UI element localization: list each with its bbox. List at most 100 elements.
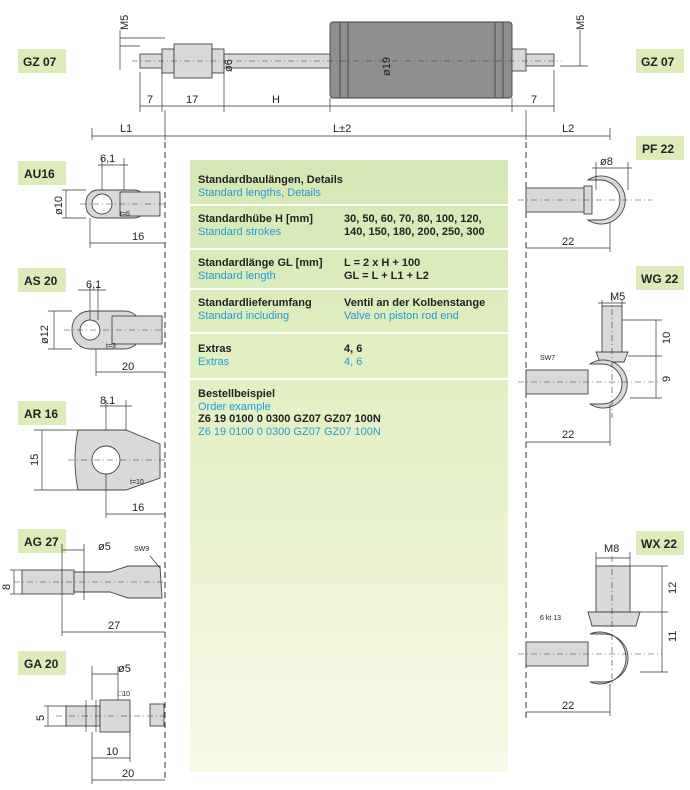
info-separator xyxy=(190,378,508,380)
dim-17: 17 xyxy=(186,94,198,106)
info-scope-value-de: Ventil an der Kolbenstange xyxy=(344,297,486,309)
info-scope-en: Standard including xyxy=(198,309,290,322)
dim-au-d10: ø10 xyxy=(53,196,65,215)
dim-wg-m5: M5 xyxy=(610,291,625,303)
info-extras-value-de: 4, 6 xyxy=(344,343,363,355)
info-length-en: Standard length xyxy=(198,269,276,282)
label-wg22: WG 22 xyxy=(636,266,684,290)
info-order-en: Order example xyxy=(198,400,271,413)
dim-wx-6kt: 6 kt 13 xyxy=(540,615,561,622)
dim-7-left: 7 xyxy=(147,94,153,106)
label-as20: AS 20 xyxy=(18,268,66,292)
part-ag27-drawing: ø5 SW9 8 27 xyxy=(1,541,165,636)
dim-ga-10: 10 xyxy=(106,746,118,758)
label-gz07-left: GZ 07 xyxy=(18,49,66,73)
dim-ga-sq10: □10 xyxy=(118,691,130,698)
dim-ar-81: 8.1 xyxy=(100,395,115,407)
dim-m5-left: M5 xyxy=(119,15,131,30)
info-strokes-values-1: 30, 50, 60, 70, 80, 100, 120, xyxy=(344,213,482,225)
info-extras-de: Extras xyxy=(198,343,232,355)
dim-wg-10: 10 xyxy=(661,332,673,344)
info-order-code-en: Z6 19 0100 0 0300 GZ07 GZ07 100N xyxy=(198,425,381,438)
dim-d19: ø19 xyxy=(381,57,393,76)
info-separator xyxy=(190,332,508,334)
label-ar16: AR 16 xyxy=(18,401,66,425)
info-length-de: Standardlänge GL [mm] xyxy=(198,257,323,269)
dim-ga-20: 20 xyxy=(122,768,134,780)
dim-ar-15: 15 xyxy=(29,454,41,466)
dim-l1: L1 xyxy=(120,123,132,135)
dim-ag-8: 8 xyxy=(1,584,13,590)
dim-wg-22: 22 xyxy=(562,429,574,441)
part-as20-drawing: 6,1 ø12 t=3 20 xyxy=(39,279,165,376)
info-order-de: Bestellbeispiel xyxy=(198,388,276,400)
dim-ga-5: 5 xyxy=(35,715,47,721)
gas-spring-drawing: M5 M5 ø6 ø19 7 17 H 7 L1 L±2 L2 xyxy=(91,15,611,140)
dim-ga-d5: ø5 xyxy=(118,663,131,675)
info-strokes-values-2: 140, 150, 180, 200, 250, 300 xyxy=(344,225,485,238)
part-ar16-drawing: 8.1 15 t=10 16 xyxy=(29,395,165,518)
svg-text:GA 20: GA 20 xyxy=(24,657,59,671)
info-separator xyxy=(190,248,508,250)
dim-ar-t10: t=10 xyxy=(130,479,144,486)
info-length-formula-1: L = 2 x H + 100 xyxy=(344,257,421,269)
part-ga20-drawing: ø5 □10 5 10 20 xyxy=(35,663,165,784)
dim-as-t3: t=3 xyxy=(106,343,116,350)
dim-d6: ø6 xyxy=(223,59,235,72)
dim-ar-16: 16 xyxy=(132,502,144,514)
dim-as-20: 20 xyxy=(122,361,134,373)
info-length-formula-2: GL = L + L1 + L2 xyxy=(344,269,429,282)
svg-text:AU16: AU16 xyxy=(24,167,55,181)
part-wx22-drawing: M8 12 11 6 kt 13 22 xyxy=(518,543,679,716)
info-lengths-en: Standard lengths, Details xyxy=(198,186,321,199)
dim-wx-22: 22 xyxy=(562,700,574,712)
info-lengths-de: Standardbaulängen, Details xyxy=(198,174,343,186)
dim-ag-sw9: SW9 xyxy=(134,546,149,553)
svg-text:GZ 07: GZ 07 xyxy=(641,55,675,69)
info-separator xyxy=(190,288,508,290)
dim-as-61: 6,1 xyxy=(86,279,101,291)
part-wg22-drawing: M5 10 9 SW7 22 xyxy=(518,291,673,446)
info-extras-en: Extras xyxy=(198,355,230,368)
dim-l-pm2: L±2 xyxy=(333,123,351,135)
info-extras-value-en: 4, 6 xyxy=(344,355,363,368)
svg-text:WX 22: WX 22 xyxy=(641,537,677,551)
info-strokes-en: Standard strokes xyxy=(198,225,282,238)
label-wx22: WX 22 xyxy=(636,531,684,555)
dim-h: H xyxy=(272,94,280,106)
dim-l2: L2 xyxy=(562,123,574,135)
svg-text:GZ 07: GZ 07 xyxy=(23,55,57,69)
label-ag27: AG 27 xyxy=(18,529,66,553)
dim-wg-9: 9 xyxy=(661,376,673,382)
info-scope-de: Standardlieferumfang xyxy=(198,297,312,309)
svg-text:AS 20: AS 20 xyxy=(24,274,58,288)
dim-wx-11: 11 xyxy=(667,631,679,642)
svg-text:PF 22: PF 22 xyxy=(642,142,674,156)
label-gz07-right: GZ 07 xyxy=(636,49,684,73)
info-strokes-de: Standardhübe H [mm] xyxy=(198,213,313,225)
svg-text:AR 16: AR 16 xyxy=(24,407,58,421)
dim-as-d12: ø12 xyxy=(39,325,51,344)
label-au16: AU16 xyxy=(18,161,66,185)
dim-pf-22: 22 xyxy=(562,236,574,248)
label-pf22: PF 22 xyxy=(636,136,684,160)
dim-au-t6: t=6 xyxy=(120,211,130,218)
dim-wx-12: 12 xyxy=(667,582,679,594)
info-row-order: Bestellbeispiel Order example Z6 19 0100… xyxy=(198,388,500,438)
dim-m5-right: M5 xyxy=(575,15,587,30)
svg-text:AG 27: AG 27 xyxy=(24,535,59,549)
dim-pf-d8: ø8 xyxy=(600,156,613,168)
dim-wx-m8: M8 xyxy=(604,543,619,555)
dim-ag-d5: ø5 xyxy=(98,541,111,553)
info-panel: Standardbaulängen, Details Standard leng… xyxy=(190,160,508,772)
info-scope-value-en: Valve on piston rod end xyxy=(344,309,459,322)
dim-au-61: 6,1 xyxy=(100,153,115,165)
label-ga20: GA 20 xyxy=(18,651,66,675)
dim-7-right: 7 xyxy=(531,94,537,106)
info-separator xyxy=(190,204,508,206)
info-row-lengths: Standardbaulängen, Details Standard leng… xyxy=(198,174,500,199)
info-order-code: Z6 19 0100 0 0300 GZ07 GZ07 100N xyxy=(198,413,381,425)
dim-ag-27: 27 xyxy=(108,620,120,632)
svg-text:WG 22: WG 22 xyxy=(641,272,679,286)
